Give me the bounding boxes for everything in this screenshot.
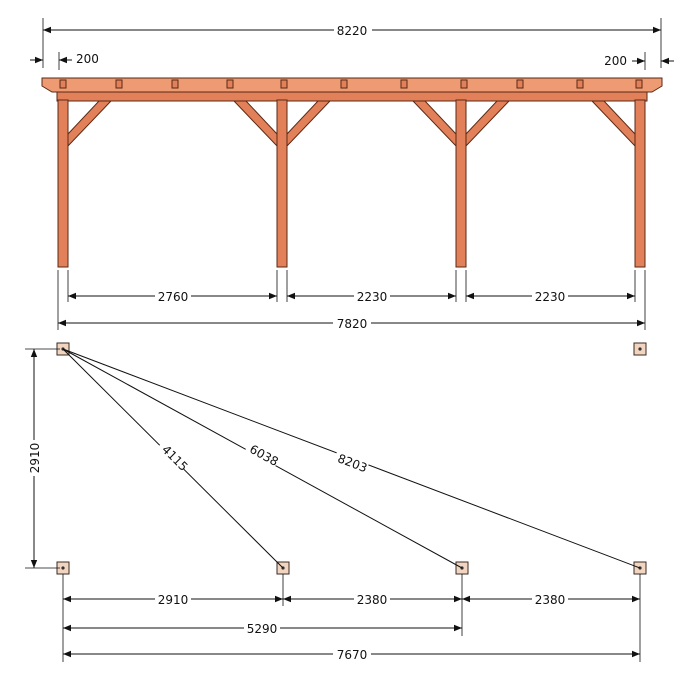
dimension-cumulative-1: 5290 (63, 621, 462, 636)
post-3 (455, 99, 467, 268)
label-post-total: 7820 (337, 317, 368, 331)
label-cumulative-1: 5290 (247, 622, 278, 636)
label-bottom-span-1: 2910 (158, 593, 189, 607)
dimension-overall-width: 8220 (42, 18, 662, 68)
dimension-bottom-spans: 2910 2380 2380 (63, 592, 640, 607)
label-bottom-span-3: 2380 (535, 593, 566, 607)
label-span-2: 2230 (357, 290, 388, 304)
label-diagonal-2: 6038 (247, 442, 281, 469)
plan-view: 2910 4115 6038 8203 2910 (25, 342, 647, 662)
dimension-cumulative-total: 7670 (63, 647, 640, 662)
label-depth: 2910 (28, 443, 42, 474)
dimension-overhang-left: 200 (30, 52, 99, 70)
post-1 (57, 99, 69, 268)
dimension-depth: 2910 (25, 348, 60, 569)
diagonal-measurements: 4115 6038 8203 (62, 348, 641, 569)
post-2 (276, 99, 288, 268)
label-span-3: 2230 (535, 290, 566, 304)
dimension-overhang-right: 200 (604, 52, 674, 70)
dimension-spans: 2760 2230 2230 (67, 270, 636, 304)
rafter-ends (59, 79, 643, 89)
label-overall-width: 8220 (337, 24, 368, 38)
elevation-view: 8220 200 200 (30, 18, 674, 331)
roof-board (41, 77, 663, 93)
label-overhang-right: 200 (604, 54, 627, 68)
dimension-post-total: 7820 (57, 270, 646, 331)
label-cumulative-total: 7670 (337, 648, 368, 662)
label-span-1: 2760 (158, 290, 189, 304)
label-diagonal-3: 8203 (336, 451, 370, 475)
main-beam (56, 91, 648, 102)
label-overhang-left: 200 (76, 52, 99, 66)
knee-braces (67, 100, 636, 148)
post-4 (634, 99, 646, 268)
label-bottom-span-2: 2380 (357, 593, 388, 607)
